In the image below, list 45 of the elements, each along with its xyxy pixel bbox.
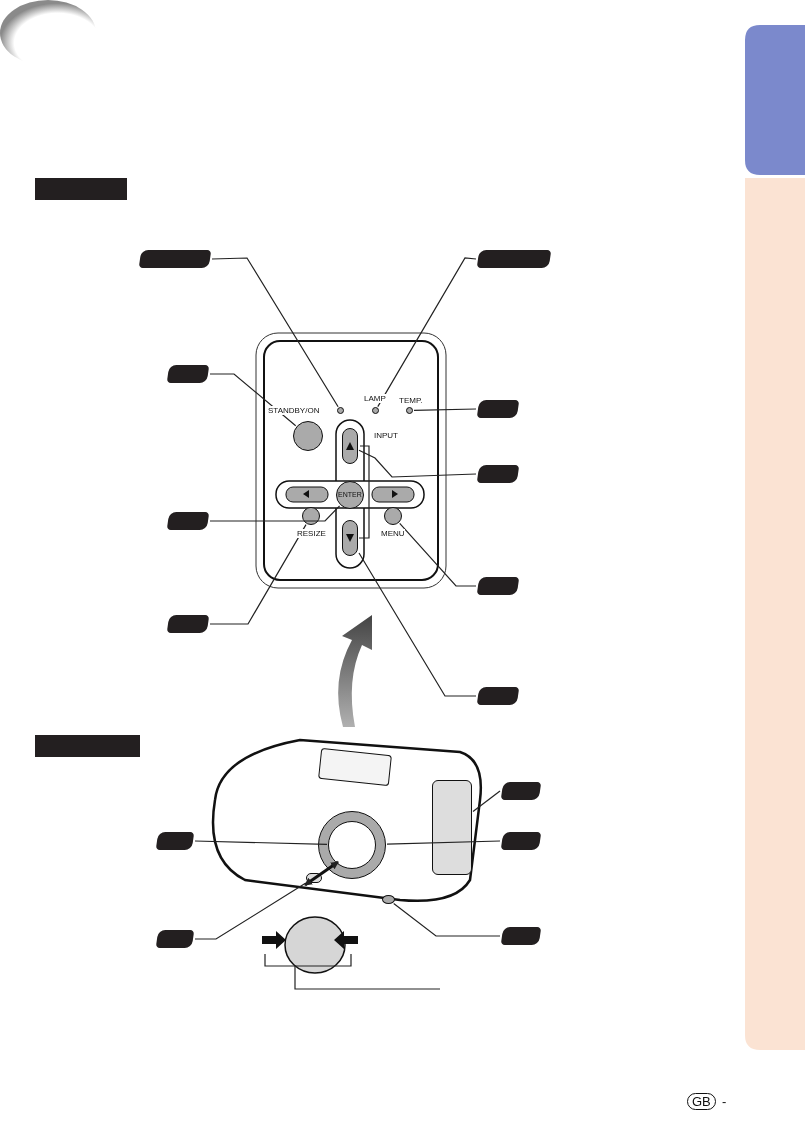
button-label: STANDBY/ON: [268, 406, 320, 415]
callout-badge: [476, 400, 520, 418]
remote-sensor: [306, 873, 322, 883]
section-heading-bar: [35, 735, 140, 757]
leader-line: [393, 902, 501, 937]
callout-badge: [476, 687, 520, 705]
button-label: RESIZE: [297, 529, 326, 538]
indicator-label: TEMP.: [399, 396, 423, 405]
page-number: -: [722, 1094, 727, 1109]
section-heading-bar: [35, 178, 127, 200]
leader-line: [211, 257, 339, 408]
button-label: MENU: [381, 529, 405, 538]
leader-line: [209, 505, 341, 522]
leader-line: [472, 790, 501, 813]
callout-badge: [476, 577, 520, 595]
leader-line: [194, 840, 328, 845]
leader-line: [358, 449, 477, 478]
callout-badge: [476, 465, 520, 483]
callout-badge: [166, 512, 210, 530]
indicator-light: [406, 407, 413, 414]
callout-badge: [500, 927, 542, 945]
leader-line: [377, 257, 477, 408]
leader-line: [194, 883, 306, 940]
leader-line: [386, 840, 501, 845]
leader-line: [413, 408, 477, 411]
leader-line: [399, 522, 477, 587]
leader-line: [358, 445, 370, 539]
callout-badge: [166, 365, 210, 383]
indicator-light: [372, 407, 379, 414]
callout-badge: [166, 615, 210, 633]
adjuster-foot: [382, 895, 395, 904]
button-label: INPUT: [374, 431, 398, 440]
callout-badge: [500, 832, 542, 850]
vent-grille: [432, 780, 472, 875]
callout-badge: [155, 930, 195, 948]
callout-badge: [500, 782, 542, 800]
lens: [327, 820, 376, 869]
leader-line: [358, 552, 477, 697]
indicator-light: [337, 407, 344, 414]
callout-badge: [138, 250, 212, 268]
indicator-label: LAMP: [364, 394, 386, 403]
leader-line: [209, 373, 297, 427]
callout-badge: [476, 250, 552, 268]
leader-line: [209, 524, 307, 625]
callout-badge: [155, 832, 195, 850]
